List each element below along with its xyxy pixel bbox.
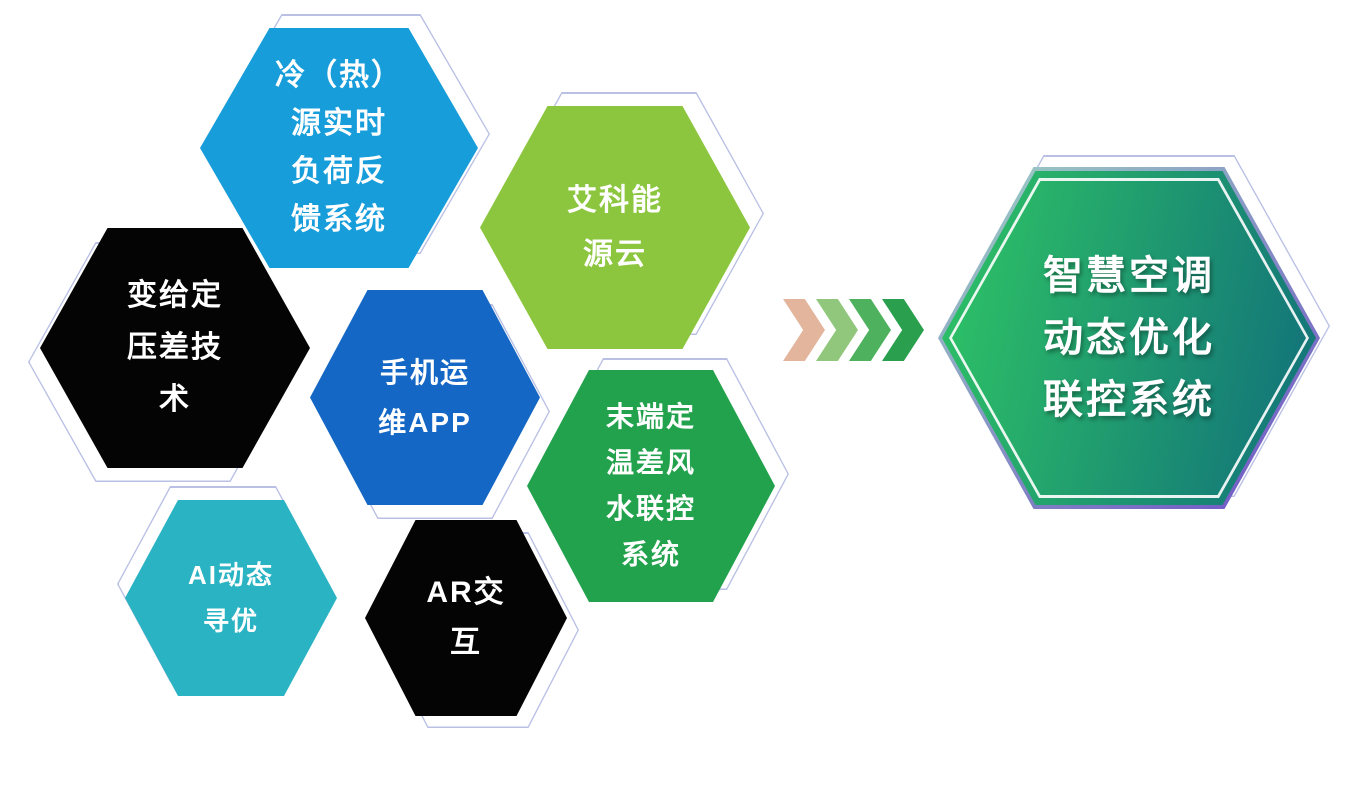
hex-smart-hvac-dynamic-optimization: 智慧空调 动态优化 联控系统 (938, 155, 1330, 509)
arrow-chevrons (783, 299, 928, 361)
hex-label: AR交 互 (365, 520, 567, 716)
hex-ar-interaction: AR交 互 (365, 520, 579, 728)
hex-cold-heat-load-feedback: 冷（热） 源实时 负荷反 馈系统 (200, 14, 490, 268)
hex-label: 艾科能 源云 (480, 106, 750, 349)
result-label: 智慧空调 动态优化 联控系统 (1043, 254, 1215, 422)
hex-label: 手机运 维APP (310, 290, 540, 505)
chevron-right-icon (783, 299, 825, 361)
hex-mobile-ops-app: 手机运 维APP (310, 290, 550, 519)
hex-variable-pressure-difference: 变给定 压差技 术 (28, 228, 310, 482)
hex-terminal-temp-diff-linkage: 末端定 温差风 水联控 系统 (527, 358, 789, 602)
hex-ai-dynamic-optimization: AI动态 寻优 (117, 486, 337, 696)
hex-label: AI动态 寻优 (125, 500, 337, 696)
hex-label: 变给定 压差技 术 (40, 228, 310, 468)
hex-aike-energy-cloud: 艾科能 源云 (480, 92, 764, 349)
